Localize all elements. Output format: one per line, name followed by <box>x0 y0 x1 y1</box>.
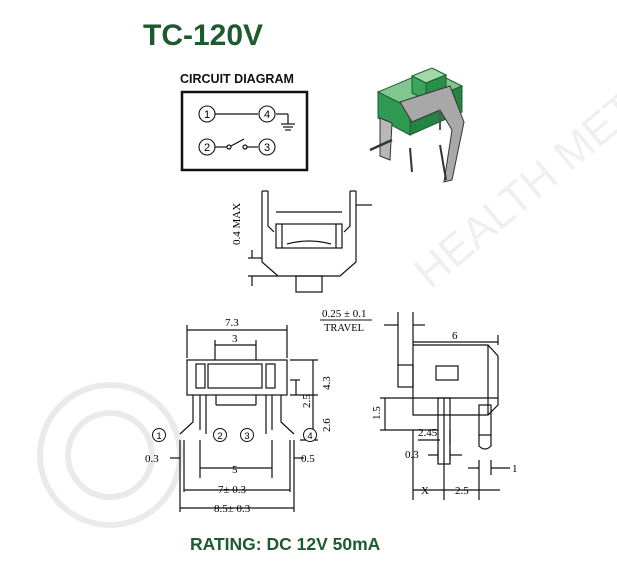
svg-text:1: 1 <box>156 431 161 442</box>
circuit-diagram-frame <box>180 90 309 172</box>
dim-length-6: 6 <box>452 330 458 342</box>
dim-width-7-3: 7.3 <box>225 317 239 329</box>
circuit-diagram-heading: CIRCUIT DIAGRAM <box>180 72 294 86</box>
dim-7-tolerance: 7± 0.3 <box>218 484 247 496</box>
svg-text:3: 3 <box>244 431 249 442</box>
circuit-pin-2: 2 <box>198 138 216 156</box>
front-view <box>170 325 318 512</box>
travel-value: 0.25 ± 0.1 <box>322 308 367 320</box>
svg-text:4: 4 <box>307 431 312 442</box>
watermark-ring-inner <box>65 410 155 500</box>
dim-0-3-left: 0.3 <box>145 453 159 465</box>
circuit-pin-3: 3 <box>258 138 276 156</box>
right-view <box>380 312 510 500</box>
dim-8-5-tolerance: 8.5± 0.3 <box>214 503 251 515</box>
component-3d-illustration <box>369 67 465 183</box>
side-view <box>248 190 372 293</box>
circuit-pin-1: 1 <box>198 105 216 123</box>
svg-text:3: 3 <box>264 142 270 154</box>
front-pin-label-3: 3 <box>240 428 254 442</box>
dim-pitch-5: 5 <box>232 464 238 476</box>
dim-2-45: 2.45 <box>418 427 438 439</box>
front-pin-label-2: 2 <box>213 428 227 442</box>
dim-3: 3 <box>232 333 238 345</box>
dim-0-3-right-view: 0.3 <box>405 449 419 461</box>
circuit-wires <box>215 113 295 150</box>
watermark <box>37 382 183 528</box>
svg-text:4: 4 <box>264 109 270 121</box>
dim-2-6: 2.6 <box>321 418 333 432</box>
product-title: TC-120V <box>143 19 263 52</box>
dim-4-3: 4.3 <box>321 376 333 390</box>
dim-0-5-right: 0.5 <box>301 453 315 465</box>
dim-1-5: 1.5 <box>371 406 383 420</box>
dim-2-5: 2.5 <box>301 394 313 408</box>
svg-text:2: 2 <box>204 142 210 154</box>
front-pin-label-4: 4 <box>303 428 317 442</box>
svg-text:2: 2 <box>217 431 222 442</box>
svg-text:1: 1 <box>204 109 210 121</box>
watermark-ring <box>37 382 183 528</box>
travel-label: TRAVEL <box>324 323 364 334</box>
dim-2-5-right-view: 2.5 <box>455 485 469 497</box>
rating-text: RATING: DC 12V 50mA <box>190 534 381 554</box>
dim-x: X <box>421 485 429 497</box>
circuit-pin-4: 4 <box>258 105 276 123</box>
side-view-max-label: 0.4 MAX <box>231 203 243 245</box>
front-pin-label-1: 1 <box>152 428 166 442</box>
dim-1: 1 <box>512 463 518 475</box>
